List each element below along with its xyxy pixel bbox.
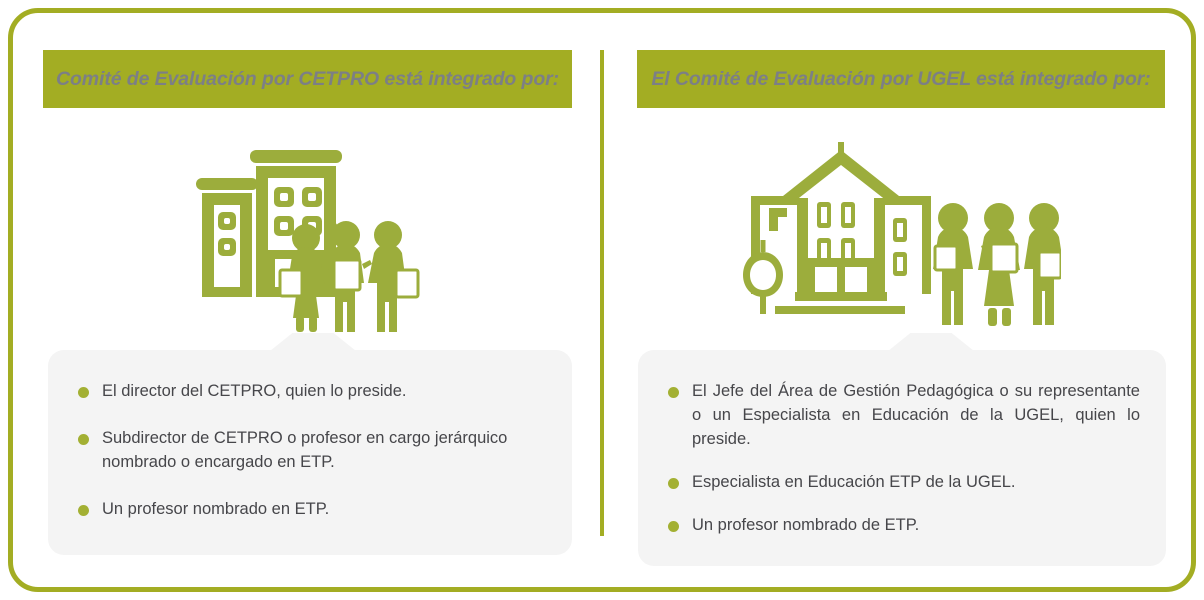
ugel-school-with-people-icon (743, 142, 1061, 326)
list-item: Especialista en Educación ETP de la UGEL… (660, 471, 1140, 495)
panel-cetpro-header-text: Comité de Evaluación por CETPRO está int… (55, 67, 560, 90)
bullet-dot-icon (668, 477, 679, 489)
panel-ugel: El Comité de Evaluación por UGEL está in… (604, 0, 1204, 600)
cetpro-members-list: El director del CETPRO, quien lo preside… (70, 380, 546, 522)
panel-cetpro-members-card: El director del CETPRO, quien lo preside… (48, 333, 572, 555)
panel-ugel-illustration (637, 130, 1165, 335)
panel-ugel-members-card: El Jefe del Área de Gestión Pedagógica o… (638, 333, 1166, 566)
list-item: El director del CETPRO, quien lo preside… (70, 380, 546, 404)
ugel-members-list: El Jefe del Área de Gestión Pedagógica o… (660, 380, 1140, 538)
list-item: Un profesor nombrado de ETP. (660, 514, 1140, 538)
panel-ugel-header-text: El Comité de Evaluación por UGEL está in… (651, 67, 1151, 90)
bullet-dot-icon (668, 387, 679, 398)
list-item: Subdirector de CETPRO o profesor en carg… (70, 427, 546, 475)
list-item-text: Un profesor nombrado en ETP. (102, 499, 330, 518)
panel-ugel-header: El Comité de Evaluación por UGEL está in… (637, 50, 1165, 108)
cetpro-building-with-people-icon (195, 150, 419, 332)
list-item: Un profesor nombrado en ETP. (70, 498, 546, 522)
panel-cetpro: Comité de Evaluación por CETPRO está int… (0, 0, 600, 600)
list-item-text: El Jefe del Área de Gestión Pedagógica o… (692, 382, 1140, 448)
panel-cetpro-header: Comité de Evaluación por CETPRO está int… (43, 50, 572, 108)
bullet-dot-icon (78, 504, 89, 516)
list-item: El Jefe del Área de Gestión Pedagógica o… (660, 380, 1140, 452)
list-item-text: Un profesor nombrado de ETP. (692, 515, 920, 534)
bullet-dot-icon (78, 433, 89, 445)
column-divider (600, 50, 604, 536)
list-item-text: El director del CETPRO, quien lo preside… (102, 382, 407, 400)
bullet-dot-icon (668, 520, 679, 532)
bullet-dot-icon (78, 387, 89, 398)
list-item-text: Subdirector de CETPRO o profesor en carg… (102, 428, 508, 471)
card-notch-pointer (270, 333, 356, 351)
card-notch-pointer (888, 333, 974, 351)
panel-cetpro-illustration (43, 130, 572, 335)
list-item-text: Especialista en Educación ETP de la UGEL… (692, 472, 1016, 491)
